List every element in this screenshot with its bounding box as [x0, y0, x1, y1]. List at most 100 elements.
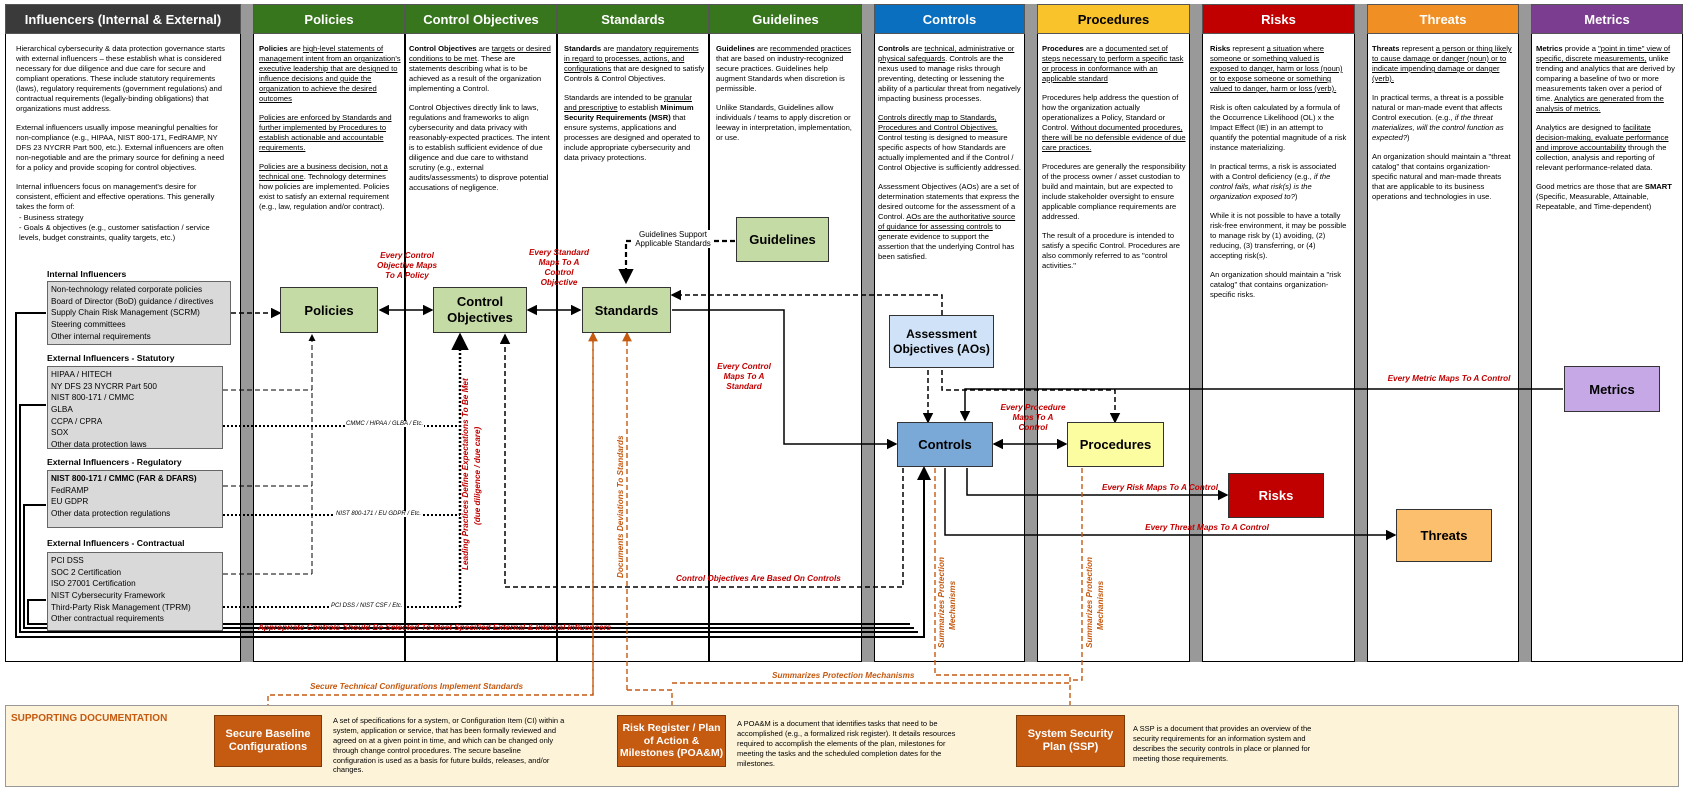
- term: Risks: [1210, 44, 1231, 53]
- desc-paragraph: Policies are enforced by Standards and f…: [259, 113, 392, 153]
- connector-poam: [627, 689, 677, 717]
- list-item: Other data protection regulations: [51, 508, 171, 518]
- column-separator: [1355, 4, 1367, 662]
- term: Guidelines: [716, 44, 755, 53]
- list-item: Board of Director (BoD) guidance / direc…: [51, 296, 214, 306]
- connector-aos-standards: [670, 289, 943, 315]
- connector-metrics-controls: [959, 388, 1563, 422]
- list-item: ISO 27001 Certification: [51, 579, 136, 589]
- header-procedures: Procedures: [1037, 4, 1190, 34]
- column-separator: [1519, 4, 1531, 662]
- metrics-box: Metrics: [1564, 366, 1660, 412]
- text: that ensure systems, applications and pr…: [564, 113, 700, 163]
- term: Metrics: [1536, 44, 1563, 53]
- definition: granular and prescriptive: [564, 93, 692, 113]
- annotation-leading-practices: Leading Practices Define Expectations To…: [461, 378, 470, 570]
- term: Policies: [259, 44, 288, 53]
- connector-ssp-controls: [934, 468, 1075, 717]
- risks-column: [1202, 34, 1355, 662]
- definition: high-level statements of management inte…: [259, 44, 401, 104]
- term: Threats: [1372, 44, 1400, 53]
- policies-column: [253, 34, 405, 662]
- text: (Specific, Measurable, Attainable, Repea…: [1536, 192, 1652, 212]
- annotation-metric-maps-control: Every Metric Maps To A Control: [1387, 374, 1511, 383]
- regulatory-influencers-box: NIST 800-171 / CMMC (FAR & DFARS) FedRAM…: [47, 470, 223, 528]
- metrics-column: [1531, 34, 1683, 662]
- ssp-box: System Security Plan (SSP): [1016, 715, 1125, 767]
- standards-column: [557, 34, 709, 662]
- black-connectors: [15, 239, 1563, 638]
- control-objectives-box: Control Objectives: [433, 287, 527, 333]
- annotation-co-based-on-controls: Control Objectives Are Based On Controls: [676, 574, 841, 583]
- list-item: Supply Chain Risk Management (SCRM): [51, 308, 200, 318]
- text: are a: [1083, 44, 1106, 53]
- group-title-regulatory: External Influencers - Regulatory: [47, 457, 182, 467]
- header-policies: Policies: [253, 4, 405, 34]
- text: are: [754, 44, 771, 53]
- emphasis: if the control fails, what risk(s) is th…: [1210, 172, 1331, 202]
- metrics-description: Metrics provide a "point in time" view o…: [1536, 44, 1680, 244]
- desc-paragraph: An organization should maintain a "risk …: [1210, 270, 1342, 300]
- list-item: NIST 800-171 / CMMC: [51, 393, 135, 403]
- list-item: Other internal requirements: [51, 331, 151, 341]
- connector-appropriate-controls: [15, 312, 931, 638]
- supporting-documentation-title: SUPPORTING DOCUMENTATION: [11, 713, 168, 724]
- text: through the collection, analysis and rep…: [1536, 143, 1667, 173]
- column-separator: [1025, 4, 1037, 662]
- desc-paragraph: In practical terms, a risk is associated…: [1210, 162, 1350, 202]
- annotation-due-diligence: (due diligence / due care): [473, 426, 482, 525]
- risks-description: Risks represent a situation where someon…: [1210, 44, 1350, 314]
- desc-bullet: - Business strategy: [19, 213, 84, 223]
- desc-paragraph: Threats represent a person or thing like…: [1372, 44, 1515, 84]
- desc-paragraph: The result of a procedure is intended to…: [1042, 231, 1181, 271]
- text: that are based on industry-recognized se…: [716, 54, 845, 94]
- text: are: [909, 44, 925, 53]
- list-item: CCPA / CPRA: [51, 416, 103, 426]
- connector-controls-risks: [966, 468, 1229, 501]
- desc-bullet: - Goals & objectives (e.g., customer sat…: [19, 223, 210, 243]
- connector-standards-controls: [672, 309, 898, 450]
- assessment-objectives-box: Assessment Objectives (AOs): [889, 315, 994, 368]
- annotation-secure-tech: Secure Technical Configurations Implemen…: [310, 682, 524, 691]
- connector-aos-procedures: [941, 370, 1121, 424]
- guidelines-column: [709, 34, 862, 662]
- list-item: EU GDPR: [51, 497, 89, 507]
- list-item: NIST 800-171 / CMMC (FAR & DFARS): [51, 474, 197, 483]
- group-title-internal: Internal Influencers: [47, 269, 127, 279]
- column-separator: [862, 4, 874, 662]
- annotation-threat-maps-control: Every Threat Maps To A Control: [1145, 523, 1269, 532]
- desc-paragraph: Standards are mandatory requirements in …: [564, 44, 705, 84]
- poam-description: A POA&M is a document that identifies ta…: [737, 719, 956, 768]
- definition: documented set of steps necessary to per…: [1042, 44, 1184, 84]
- desc-paragraph: Procedures are a documented set of steps…: [1042, 44, 1186, 84]
- desc-paragraph: Policies are a business decision, not a …: [259, 162, 401, 212]
- controls-description: Controls are technical, administrative o…: [878, 44, 1021, 284]
- label-contractual-examples: PCI DSS / NIST CSF / Etc.: [330, 603, 404, 609]
- sbc-description: A set of specifications for a system, or…: [333, 716, 565, 775]
- text: In practical terms, a risk is associated…: [1210, 162, 1337, 182]
- definition: facilitate decision-making, evaluate per…: [1536, 123, 1669, 153]
- contractual-influencers-box: PCI DSS SOC 2 Certification ISO 27001 Ce…: [47, 552, 223, 631]
- text: that are designed to satisfy Controls & …: [564, 64, 705, 84]
- desc-paragraph: Procedures are generally the responsibil…: [1042, 162, 1186, 222]
- connector-ssp-procedures: [1070, 468, 1083, 681]
- orange-connectors: [263, 331, 1083, 717]
- annotation-appropriate-controls: Appropriate Controls Should Be Selected …: [258, 623, 612, 632]
- procedures-column: [1037, 34, 1190, 662]
- policies-box: Policies: [280, 287, 378, 333]
- term: Controls: [878, 44, 910, 53]
- desc-paragraph: Control Objectives directly link to laws…: [409, 103, 550, 193]
- term: Control Objectives: [409, 44, 477, 53]
- header-standards: Standards: [557, 4, 709, 34]
- desc-paragraph: External influencers usually impose mean…: [16, 123, 225, 173]
- definition: Policies are a business decision, not a …: [259, 162, 388, 182]
- list-item: Third-Party Risk Management (TPRM): [51, 602, 191, 612]
- risks-box: Risks: [1228, 473, 1324, 518]
- text: Analytics are designed to: [1536, 123, 1623, 133]
- text: are: [476, 44, 492, 53]
- desc-paragraph: In practical terms, a threat is a possib…: [1372, 93, 1515, 143]
- connector-bottom: [23, 504, 914, 629]
- annotation-summarizes-1: Summarizes Protection: [937, 557, 946, 648]
- desc-paragraph: Standards are intended to be granular an…: [564, 93, 705, 163]
- procedures-box: Procedures: [1067, 422, 1164, 467]
